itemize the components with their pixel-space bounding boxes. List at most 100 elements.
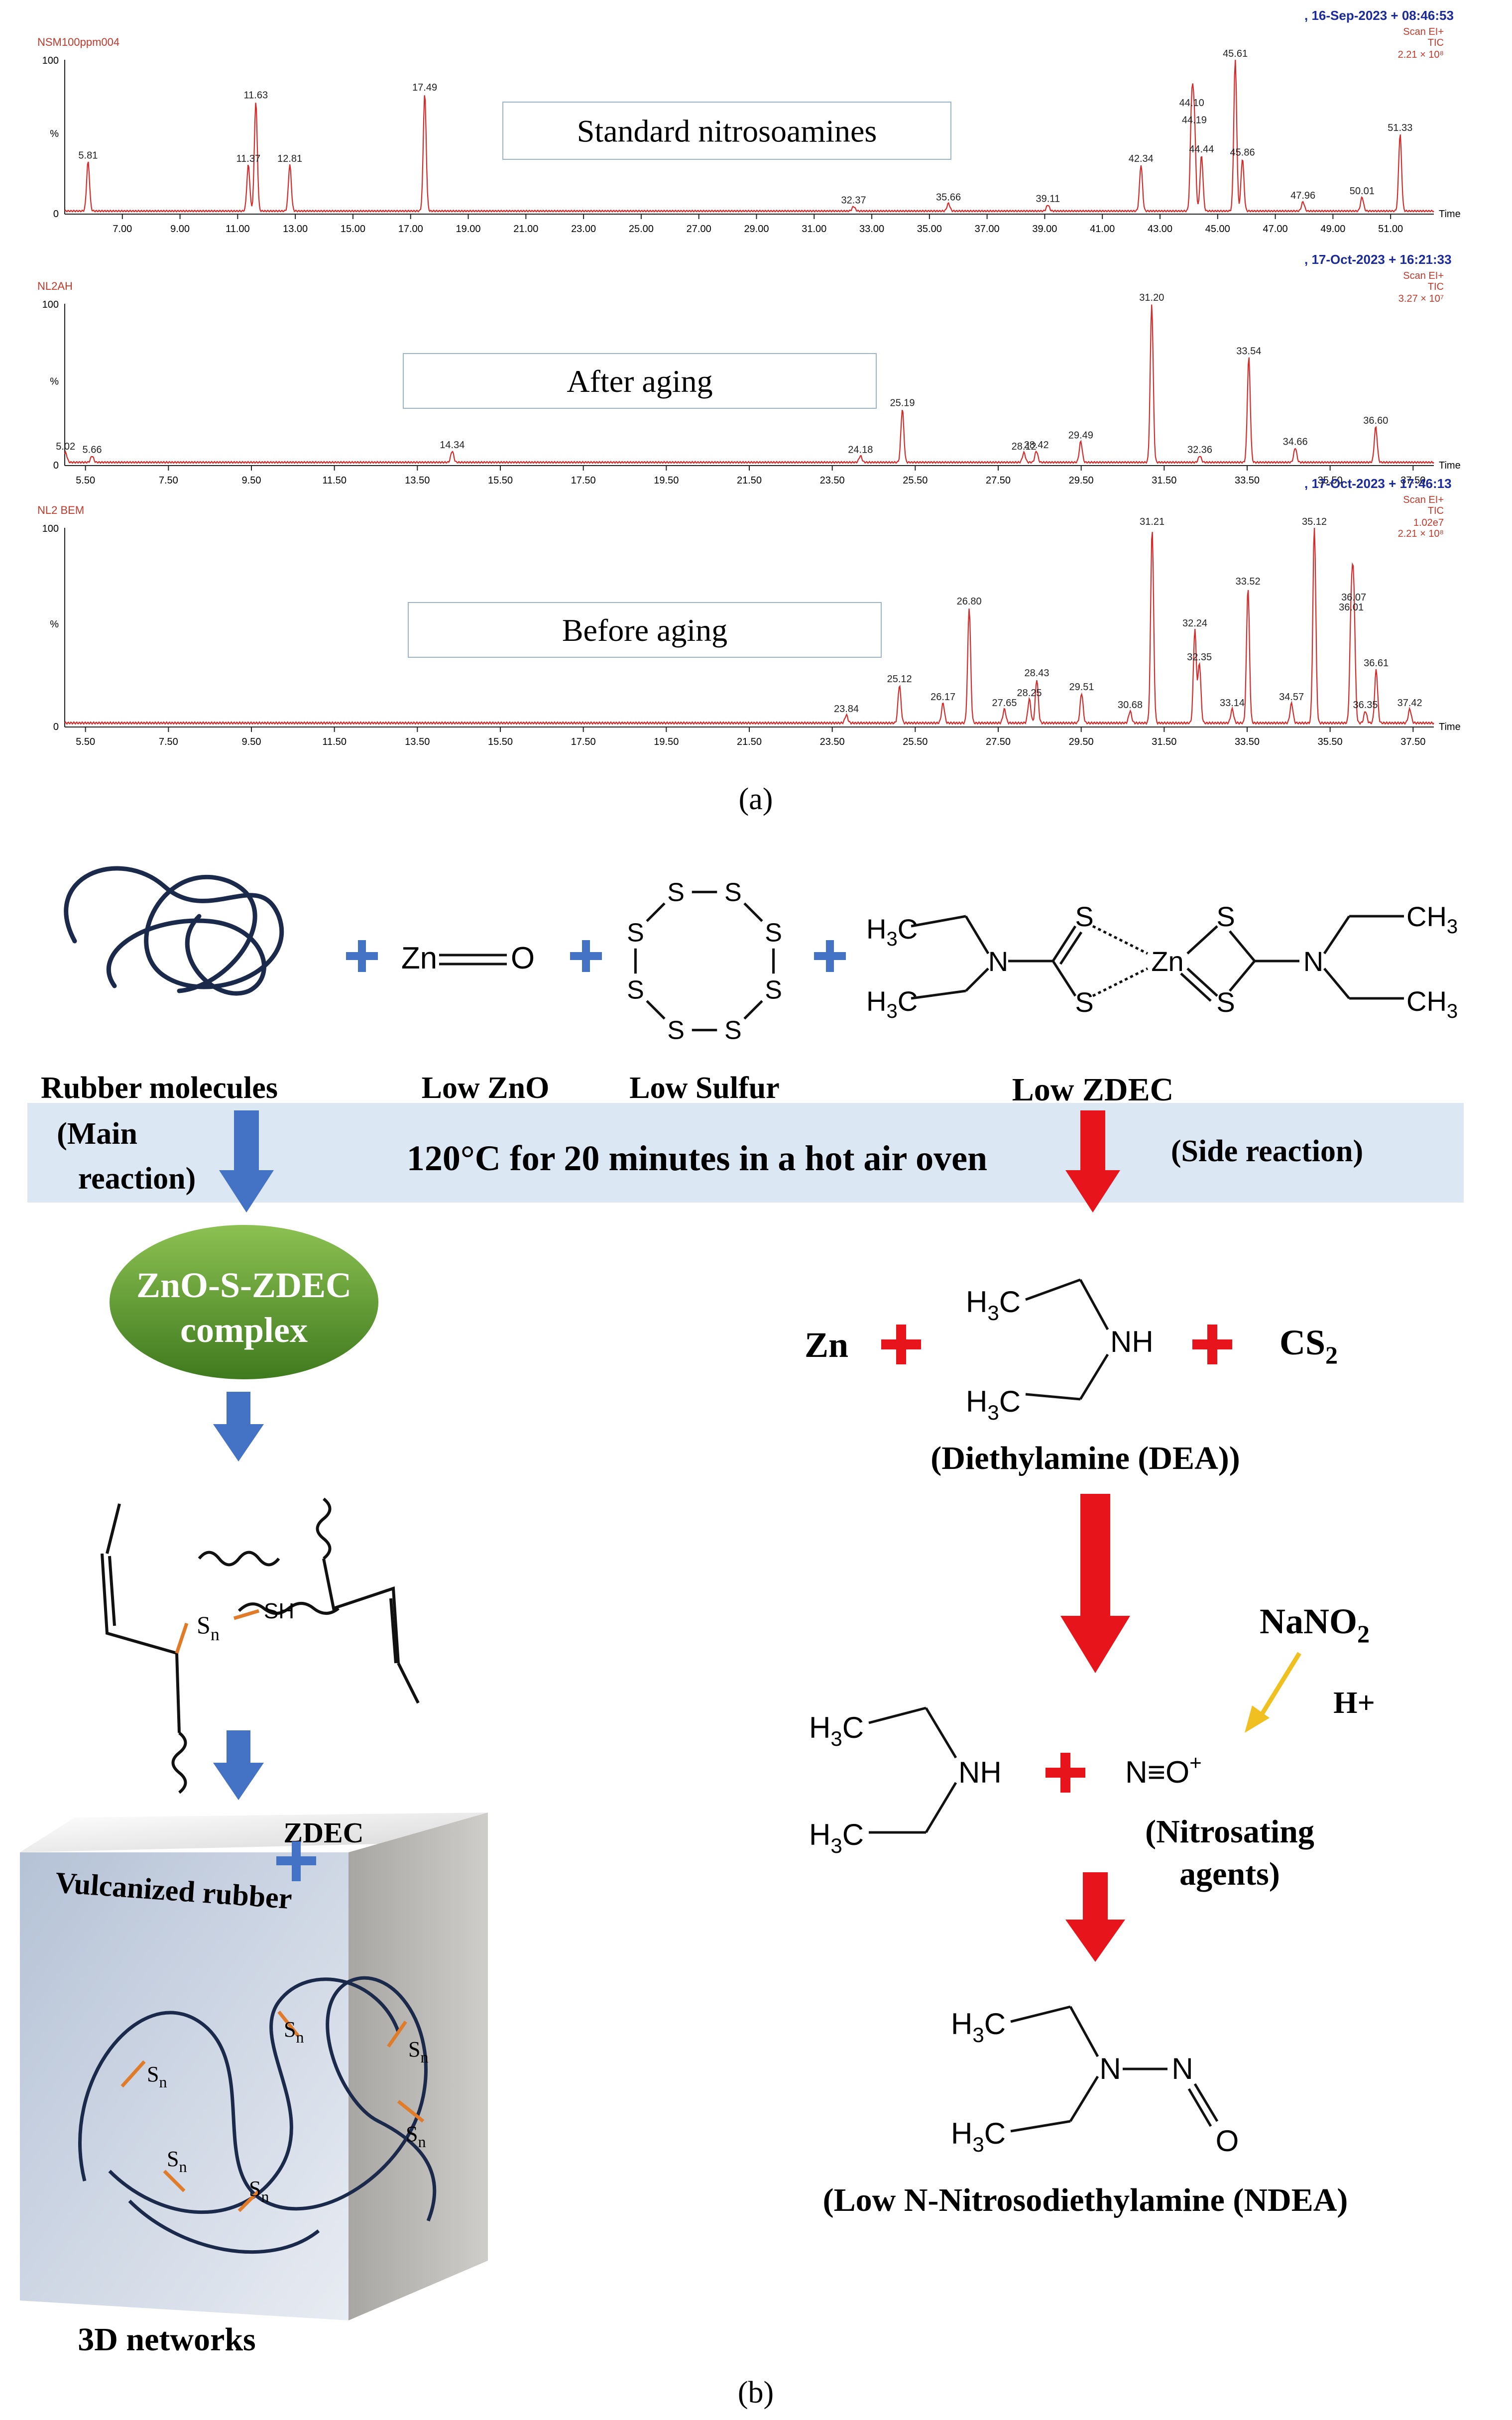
x-tick-label: 47.00 [1263, 224, 1288, 235]
x-tick-label: 49.00 [1320, 224, 1345, 235]
y-tick-zero: 0 [53, 722, 59, 732]
x-axis-label: Time [1439, 722, 1461, 732]
peak-label: 28.42 [1024, 440, 1049, 451]
peak-label: 51.33 [1388, 122, 1412, 133]
svg-text:NH: NH [958, 1756, 1002, 1789]
peak-label: 33.52 [1236, 576, 1261, 587]
svg-text:H3C: H3C [866, 985, 918, 1022]
x-tick-label: 35.00 [917, 224, 942, 235]
peak-label: 45.61 [1223, 48, 1248, 59]
x-tick-label: 17.00 [398, 224, 423, 235]
intensity-label: 3.27 × 10⁷ [1398, 293, 1444, 304]
cs2-product: CS2 [1279, 1323, 1338, 1369]
x-tick-label: 21.50 [737, 736, 762, 747]
condition-text: 120°C for 20 minutes in a hot air oven [407, 1138, 987, 1178]
peak-label: 36.07 [1341, 592, 1366, 603]
y-tick-top: 100 [42, 523, 59, 534]
crosslink-bond-2 [233, 1609, 260, 1620]
crosslink-bond [175, 1622, 189, 1654]
x-tick-label: 17.50 [571, 736, 596, 747]
peak-label: 36.35 [1353, 700, 1378, 711]
svg-text:H3C: H3C [809, 1711, 864, 1750]
x-tick-label: 31.00 [802, 224, 826, 235]
sulfur-atom: S [765, 919, 782, 948]
nano2-arrow-icon [1245, 1652, 1301, 1733]
peak-label: 36.01 [1339, 602, 1364, 613]
svg-text:Sn: Sn [284, 2017, 304, 2046]
network-chains [78, 1976, 437, 2254]
svg-text:Sn: Sn [249, 2177, 269, 2205]
x-tick-label: 45.00 [1205, 224, 1230, 235]
chromatogram-trace [64, 527, 1434, 726]
panel-a-label: (a) [739, 782, 773, 816]
x-tick-label: 9.00 [170, 224, 190, 235]
peak-label: 24.18 [848, 445, 873, 456]
sulfur-atom: S [667, 1016, 685, 1045]
peak-label: 25.19 [890, 397, 915, 408]
main-reaction-label-2: reaction) [78, 1162, 196, 1196]
low-sulfur-label: Low Sulfur [629, 1071, 779, 1105]
svg-text:N: N [988, 946, 1008, 977]
peak-label: 36.61 [1364, 658, 1389, 669]
svg-text:H3C: H3C [966, 1285, 1021, 1325]
dea-label: (Diethylamine (DEA)) [930, 1440, 1240, 1476]
svg-text:H3C: H3C [951, 2007, 1006, 2047]
x-tick-label: 27.00 [687, 224, 711, 235]
y-tick-mid: % [50, 376, 59, 387]
peak-label: 31.20 [1139, 292, 1164, 303]
x-tick-label: 15.50 [488, 475, 513, 486]
peak-label: 34.57 [1279, 692, 1304, 703]
peak-label: 44.10 [1179, 98, 1204, 109]
chromatogram-trace [64, 304, 1434, 464]
sample-id: NL2AH [37, 280, 73, 292]
h-plus-label: H+ [1333, 1686, 1375, 1720]
zno-double-bond [439, 954, 507, 966]
x-tick-label: 25.50 [903, 736, 928, 747]
x-tick-label: 31.50 [1152, 475, 1176, 486]
network-crosslinks [120, 2010, 425, 2212]
peak-label: 32.24 [1182, 618, 1207, 629]
plus-icon [881, 1325, 1232, 1793]
x-tick-label: 19.50 [654, 736, 679, 747]
sulfur-bond [743, 902, 763, 922]
x-tick-label: 15.50 [488, 736, 513, 747]
peak-label: 32.37 [841, 195, 866, 206]
dea-atoms-2: H3C H3C NH [809, 1711, 1002, 1857]
ndea-atoms: H3C H3C N N O [951, 2007, 1239, 2158]
x-tick-label: 13.50 [405, 736, 430, 747]
complex-ball [110, 1225, 378, 1379]
x-tick-label: 9.50 [242, 736, 261, 747]
x-tick-label: 5.50 [76, 475, 95, 486]
svg-text:Sn: Sn [147, 2062, 167, 2091]
svg-text:O: O [1216, 2124, 1239, 2158]
nitrosonium-ion: N≡O+ [1125, 1751, 1202, 1790]
x-tick-label: 25.50 [903, 475, 928, 486]
x-tick-label: 35.50 [1318, 736, 1343, 747]
sulfur-bond [646, 1000, 666, 1020]
peak-label: 29.51 [1069, 682, 1094, 693]
peak-label: 14.34 [440, 440, 465, 451]
zdec-structure [911, 915, 1404, 1002]
x-tick-label: 17.50 [571, 475, 596, 486]
plus-icon [276, 1841, 316, 1881]
svg-text:N: N [1171, 2052, 1193, 2085]
x-tick-label: 33.50 [1235, 475, 1260, 486]
x-tick-label: 31.50 [1152, 736, 1176, 747]
scan-mode: Scan EI+ [1403, 26, 1444, 37]
svg-text:CH3: CH3 [1406, 901, 1458, 938]
intensity-label-2: 2.21 × 10⁸ [1398, 528, 1444, 539]
svg-text:Sn: Sn [167, 2147, 187, 2176]
svg-text:H3C: H3C [951, 2117, 1006, 2156]
peak-label: 25.12 [887, 674, 912, 685]
sulfur-atom: S [627, 975, 644, 1004]
peak-label: 28.43 [1024, 668, 1049, 679]
scan-mode: Scan EI+ [1403, 494, 1444, 505]
x-tick-label: 41.00 [1090, 224, 1115, 235]
svg-text:Sn: Sn [406, 2122, 426, 2151]
sulfur-bond [646, 902, 666, 922]
svg-text:S: S [1216, 986, 1235, 1018]
network-sn-labels: Sn Sn Sn Sn Sn Sn [147, 2017, 428, 2205]
ndea-structure [1010, 2005, 1219, 2133]
